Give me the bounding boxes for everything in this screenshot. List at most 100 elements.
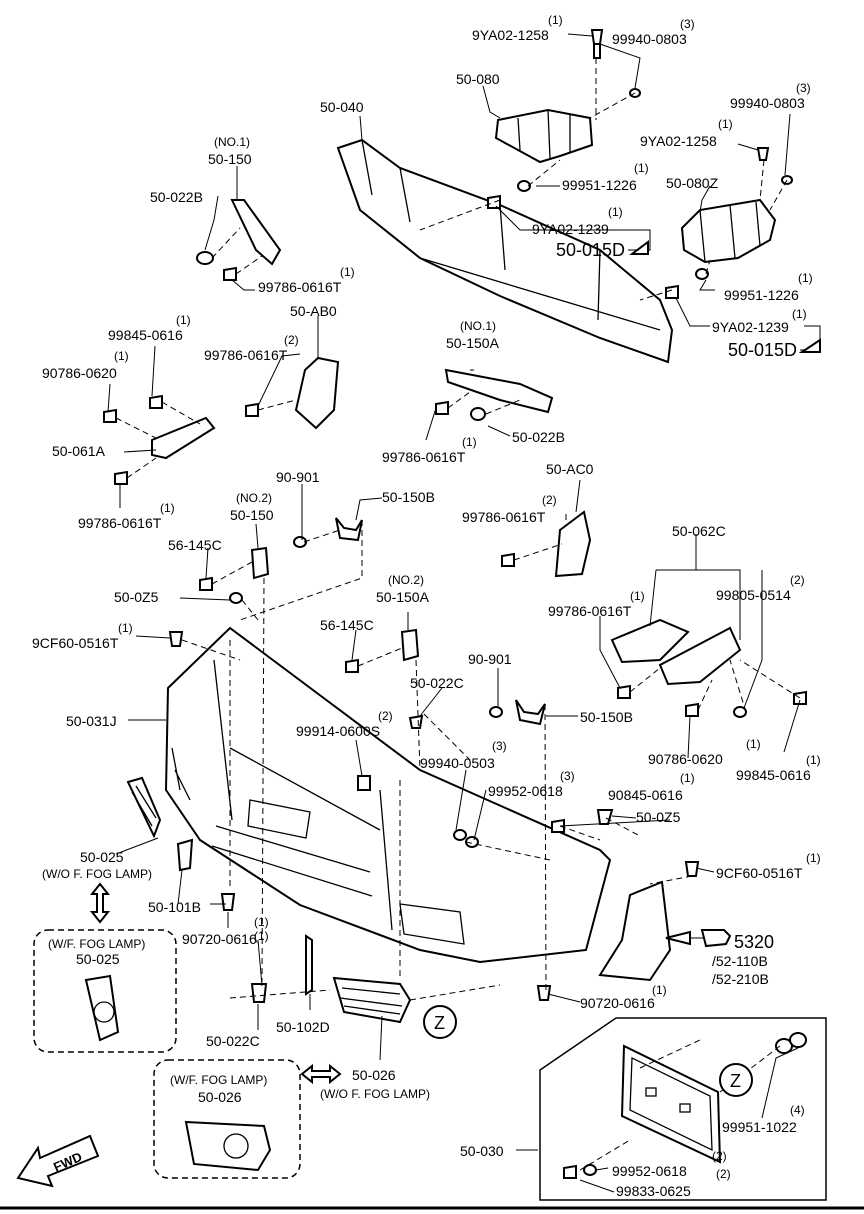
qty: (1): [462, 435, 477, 449]
bracket-50-062c[interactable]: [610, 618, 742, 686]
bracket-50-080z[interactable]: [680, 198, 777, 264]
qty: (1): [806, 851, 821, 865]
variant-note: (W/O F. FOG LAMP): [42, 867, 152, 881]
bracket-50-ab0[interactable]: [294, 356, 340, 430]
part-number: 99786-0616T: [548, 603, 632, 619]
qty: (2): [378, 709, 393, 723]
part-number: 50-150: [208, 151, 252, 167]
part-number: 50-062C: [672, 523, 726, 539]
part-number: 56-145C: [168, 537, 222, 553]
qty: (3): [796, 81, 811, 95]
part-number: 50-026: [352, 1067, 396, 1083]
part-number: 50-022B: [512, 429, 565, 445]
seal-50-102d[interactable]: [305, 934, 313, 996]
part-number: 99786-0616T: [462, 509, 546, 525]
part-number: 50-150: [230, 507, 274, 523]
part-number: 50-101B: [148, 899, 201, 915]
bracket-50-061a[interactable]: [151, 416, 216, 460]
qty: (1): [118, 621, 133, 635]
ref-z-circle-icon: [423, 1005, 457, 1039]
part-number: 99952-0618: [488, 783, 563, 799]
qty: (2): [284, 333, 299, 347]
part-number: 99845-0616: [108, 327, 183, 343]
part-number: 99786-0616T: [258, 279, 342, 295]
part-number: 50-0Z5: [636, 809, 681, 825]
part-number: 50-150B: [382, 489, 435, 505]
grille-50-026-wo-fog[interactable]: [332, 976, 412, 1024]
part-number: 99914-0600S: [296, 723, 380, 739]
part-number: 99805-0514: [716, 587, 791, 603]
part-number: 99786-0616T: [382, 449, 466, 465]
part-number: 50-150B: [580, 709, 633, 725]
qty: (1): [798, 271, 813, 285]
qty: (3): [492, 739, 507, 753]
bumper-reinforcement-50-040[interactable]: [336, 138, 674, 364]
cover-50-101b[interactable]: [176, 838, 194, 872]
part-number: 50-040: [320, 99, 364, 115]
part-number: 90786-0620: [42, 365, 117, 381]
variant-note: (W/F. FOG LAMP): [170, 1073, 267, 1087]
section-reference: /52-110B: [712, 953, 768, 969]
part-number: 90-901: [276, 469, 320, 485]
clip-50-150b-lower[interactable]: [515, 699, 546, 726]
bracket-50-ac0[interactable]: [554, 510, 592, 578]
part-number: 50-061A: [52, 443, 106, 459]
qty: (1): [608, 205, 623, 219]
part-number: 50-015D: [556, 240, 625, 260]
part-number: 50-022B: [150, 189, 203, 205]
qty: (1): [340, 265, 355, 279]
part-number: 50-AB0: [290, 303, 337, 319]
part-number: 90720-0616: [182, 931, 257, 947]
qty: (1): [718, 117, 733, 131]
cover-5320[interactable]: [598, 880, 672, 982]
section-reference-hand-icon: [700, 929, 732, 948]
qty: (1): [254, 929, 269, 943]
part-number: 50-0Z5: [114, 589, 159, 605]
part-number: 9YA02-1258: [472, 27, 549, 43]
part-number: 9YA02-1239: [712, 319, 789, 335]
qty: (2): [712, 1149, 727, 1163]
grille-50-025-wo-fog[interactable]: [126, 776, 162, 839]
part-number: 99940-0503: [420, 755, 495, 771]
qty: (NO.1): [214, 135, 250, 149]
qty: (2): [790, 573, 805, 587]
forward-direction-arrow-icon: [16, 1134, 100, 1188]
qty: (1): [746, 737, 761, 751]
part-number: 99951-1022: [722, 1119, 797, 1135]
guide-50-150a-no2[interactable]: [400, 628, 420, 662]
variant-arrow-icon: [300, 1063, 342, 1085]
guide-50-150-no2[interactable]: [250, 546, 270, 580]
part-number: 99940-0803: [612, 31, 687, 47]
qty: (3): [680, 17, 695, 31]
qty: (1): [176, 313, 191, 327]
part-number: 9CF60-0516T: [716, 865, 803, 881]
part-labels: (1) 9YA02-1258 (3) 99940-0803 50-080 50-…: [32, 13, 821, 1199]
qty: (1): [792, 307, 807, 321]
qty: (1): [160, 501, 175, 515]
part-number: 90-901: [468, 651, 512, 667]
part-number: 99786-0616T: [78, 515, 162, 531]
bracket-50-080[interactable]: [494, 108, 594, 164]
part-number: 99940-0803: [730, 95, 805, 111]
fog-lamp-variant-box-50-026: [153, 1059, 301, 1179]
variant-note: (W/O F. FOG LAMP): [320, 1087, 430, 1101]
part-number: 50-025: [80, 849, 124, 865]
grille-50-025-w-fog[interactable]: [84, 974, 120, 1042]
flag-arrow-icon: [798, 338, 821, 353]
grille-50-026-w-fog[interactable]: [184, 1120, 272, 1172]
guide-50-150-no1[interactable]: [230, 199, 282, 266]
bumper-fascia-50-031j[interactable]: [164, 626, 612, 964]
section-reference: 5320: [734, 932, 774, 952]
guide-50-150a-no1[interactable]: [444, 368, 554, 414]
section-reference: /52-210B: [712, 971, 769, 987]
assembly-lines: [115, 58, 801, 1171]
ref-z-label: Z: [730, 1071, 741, 1091]
license-plate-bracket-50-030[interactable]: [620, 1044, 722, 1164]
section-reference-arrow-icon: [665, 930, 691, 946]
qty: (1): [680, 771, 695, 785]
part-number: 99786-0616T: [204, 347, 288, 363]
part-number: 56-145C: [320, 617, 374, 633]
clip-50-150b-upper[interactable]: [335, 517, 363, 542]
qty: (3): [560, 769, 575, 783]
